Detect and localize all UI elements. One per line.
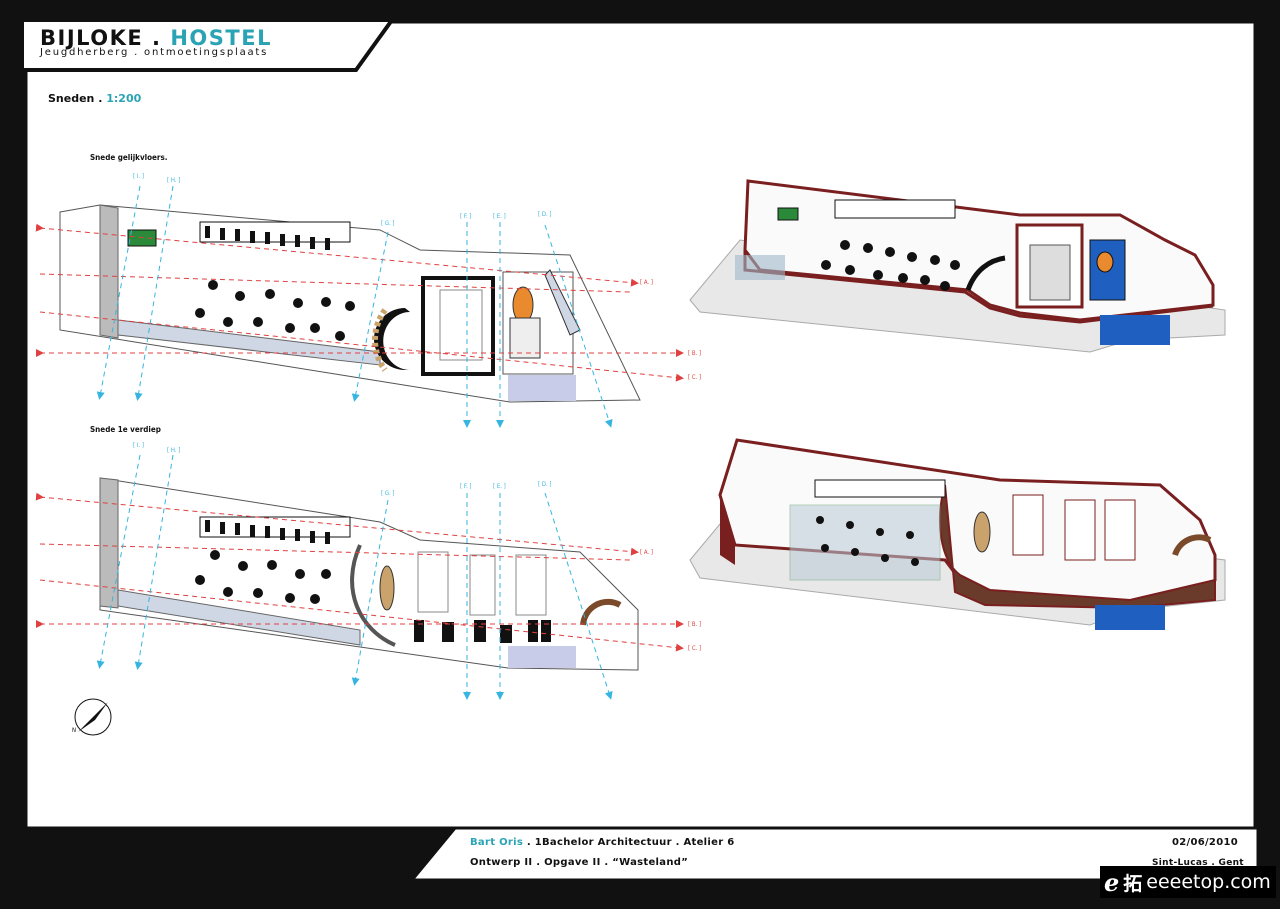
compass-icon bbox=[74, 698, 112, 736]
marker-D: [ D. ] bbox=[538, 481, 552, 488]
page-frame bbox=[24, 20, 1257, 830]
watermark-logo: e 拓 eeeetop.com bbox=[1100, 866, 1276, 898]
marker-B: [ B. ] bbox=[688, 350, 702, 357]
marker-E: [ E. ] bbox=[493, 213, 506, 220]
footer-assignment: Ontwerp II . Opgave II . “Wasteland” bbox=[470, 857, 689, 868]
first-plan-title: Snede 1e verdiep bbox=[90, 425, 161, 434]
watermark-text: eeeetop.com bbox=[1146, 871, 1271, 893]
marker-B: [ B. ] bbox=[688, 621, 702, 628]
brand-title-part2: HOSTEL bbox=[170, 26, 272, 50]
footer-line1: Bart Oris . 1Bachelor Architectuur . Ate… bbox=[470, 837, 734, 848]
brand-title: BIJLOKE . HOSTEL bbox=[40, 26, 272, 50]
marker-E: [ E. ] bbox=[493, 483, 506, 490]
marker-G: [ G. ] bbox=[381, 220, 395, 227]
marker-C: [ C. ] bbox=[688, 645, 702, 652]
footer-course: . 1Bachelor Architectuur . Atelier 6 bbox=[526, 837, 735, 848]
marker-G: [ G. ] bbox=[381, 490, 395, 497]
scale-value: 1:200 bbox=[106, 92, 142, 105]
3d-view-ground bbox=[689, 179, 1226, 353]
footer-school: Sint-Lucas . Gent bbox=[1152, 858, 1244, 868]
footer-date: 02/06/2010 bbox=[1172, 837, 1238, 848]
footer-author: Bart Oris bbox=[470, 837, 524, 848]
brand-subtitle: Jeugdherberg . ontmoetingsplaats bbox=[40, 47, 269, 58]
marker-A: [ A. ] bbox=[640, 279, 653, 286]
watermark-logo-char: 拓 bbox=[1123, 872, 1143, 895]
marker-F: [ F. ] bbox=[460, 213, 472, 220]
watermark-logo-letter: e bbox=[1104, 867, 1120, 897]
brand-title-part1: BIJLOKE . bbox=[40, 26, 162, 50]
3d-view-first bbox=[689, 438, 1226, 630]
compass-label: N bbox=[72, 727, 77, 734]
marker-H: [ H. ] bbox=[167, 177, 181, 184]
marker-I: [ I. ] bbox=[133, 442, 144, 449]
header-tab bbox=[20, 18, 396, 72]
scale-label: Sneden . bbox=[48, 92, 103, 105]
marker-I: [ I. ] bbox=[133, 173, 144, 180]
marker-H: [ H. ] bbox=[167, 447, 181, 454]
marker-C: [ C. ] bbox=[688, 374, 702, 381]
scale-heading: Sneden . 1:200 bbox=[48, 92, 141, 105]
ground-plan-title: Snede gelijkvloers. bbox=[90, 153, 168, 162]
marker-D: [ D. ] bbox=[538, 211, 552, 218]
marker-A: [ A. ] bbox=[640, 549, 653, 556]
marker-F: [ F. ] bbox=[460, 483, 472, 490]
